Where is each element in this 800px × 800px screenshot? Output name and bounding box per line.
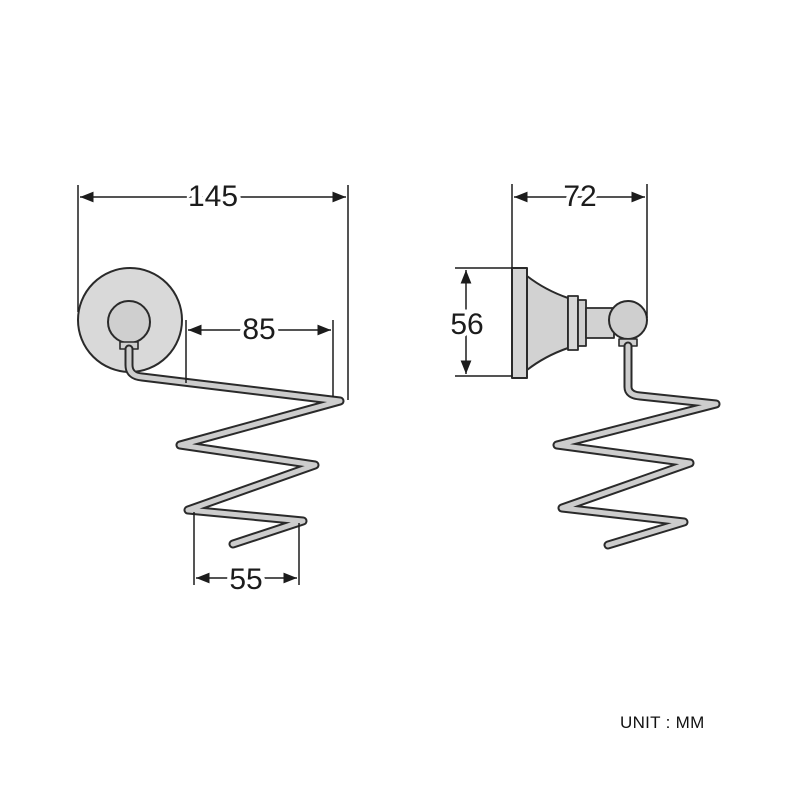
unit-label: UNIT : MM xyxy=(620,713,705,732)
front-view xyxy=(77,267,345,549)
front-spiral-rod xyxy=(126,346,343,547)
dimension-56 xyxy=(455,267,512,377)
side-view xyxy=(511,267,721,550)
side-ring-2 xyxy=(577,299,587,347)
dimension-56-label: 56 xyxy=(450,308,483,341)
dimension-72 xyxy=(511,184,648,318)
dimension-145 xyxy=(77,185,349,400)
side-knob xyxy=(608,300,648,340)
side-ring-1 xyxy=(567,295,579,351)
side-spiral-rod xyxy=(554,343,719,548)
dimension-85-label: 85 xyxy=(242,313,275,346)
front-knob xyxy=(107,300,151,344)
dimension-72-label: 72 xyxy=(563,180,596,213)
dimension-145-label: 145 xyxy=(188,180,238,213)
dimension-55-label: 55 xyxy=(229,563,262,596)
dimension-55 xyxy=(193,512,300,585)
side-flared-base xyxy=(526,275,569,371)
side-wall-plate xyxy=(511,267,528,379)
dimension-85 xyxy=(185,320,334,397)
